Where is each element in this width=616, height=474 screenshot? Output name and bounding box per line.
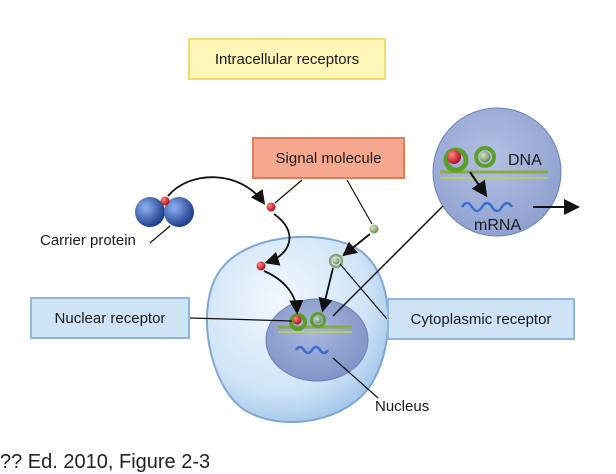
zoom-pointer — [332, 205, 444, 317]
signal-leader-left — [274, 179, 303, 204]
cytoplasmic-receptor-label: Cytoplasmic receptor — [387, 298, 575, 340]
cytoplasm-signal-red — [256, 261, 266, 271]
nuclear-receptor-shape — [289, 313, 307, 331]
free-signal-green — [369, 224, 379, 234]
cytoplasmic-receptor-shape — [310, 312, 326, 328]
carrier-protein-left — [135, 197, 165, 227]
arrow-signal-into-cell — [264, 213, 291, 266]
signal-leader-right — [346, 179, 373, 225]
bound-signal-green — [314, 316, 322, 324]
arrow-green-to-receptor — [342, 233, 371, 257]
signal-molecule-label: Signal molecule — [252, 137, 405, 179]
carrier-protein-label: Carrier protein — [40, 232, 136, 249]
carrier-protein-right — [164, 197, 194, 227]
figure-caption: ?? Ed. 2010, Figure 2-3 — [0, 451, 211, 473]
nuclear-receptor-label: Nuclear receptor — [30, 297, 190, 339]
cytoplasmic-receptor-leader — [339, 263, 388, 320]
zoom-signal-green — [479, 151, 491, 163]
carrier-signal-red — [160, 196, 170, 206]
free-signal-red — [266, 202, 276, 212]
zoom-receptor-nuclear — [443, 147, 469, 173]
nucleus-label: Nucleus — [375, 398, 430, 415]
nuclear-receptor-leader — [189, 317, 293, 322]
arrow-receptor-to-nucleus — [318, 267, 334, 313]
title-label: Intracellular receptors — [188, 38, 386, 80]
nucleus — [265, 298, 369, 382]
cytoplasm-signal-green — [332, 257, 340, 265]
nucleus-leader — [332, 357, 379, 399]
mrna-squiggle-zoom — [460, 201, 514, 213]
arrow-carrier-to-signal — [167, 176, 266, 205]
arrow-red-to-nucleus — [263, 270, 304, 315]
zoom-arrow-to-mrna — [469, 171, 488, 198]
zoom-signal-red — [447, 150, 461, 164]
mrna-label: mRNA — [474, 217, 522, 234]
carrier-label-leader — [149, 225, 171, 244]
zoom-receptor-cyto — [474, 146, 496, 168]
dna-label: DNA — [508, 152, 542, 169]
bound-signal-red — [292, 315, 302, 325]
cytoplasm-receptor — [328, 253, 344, 269]
mrna-squiggle-nucleus — [294, 345, 330, 355]
